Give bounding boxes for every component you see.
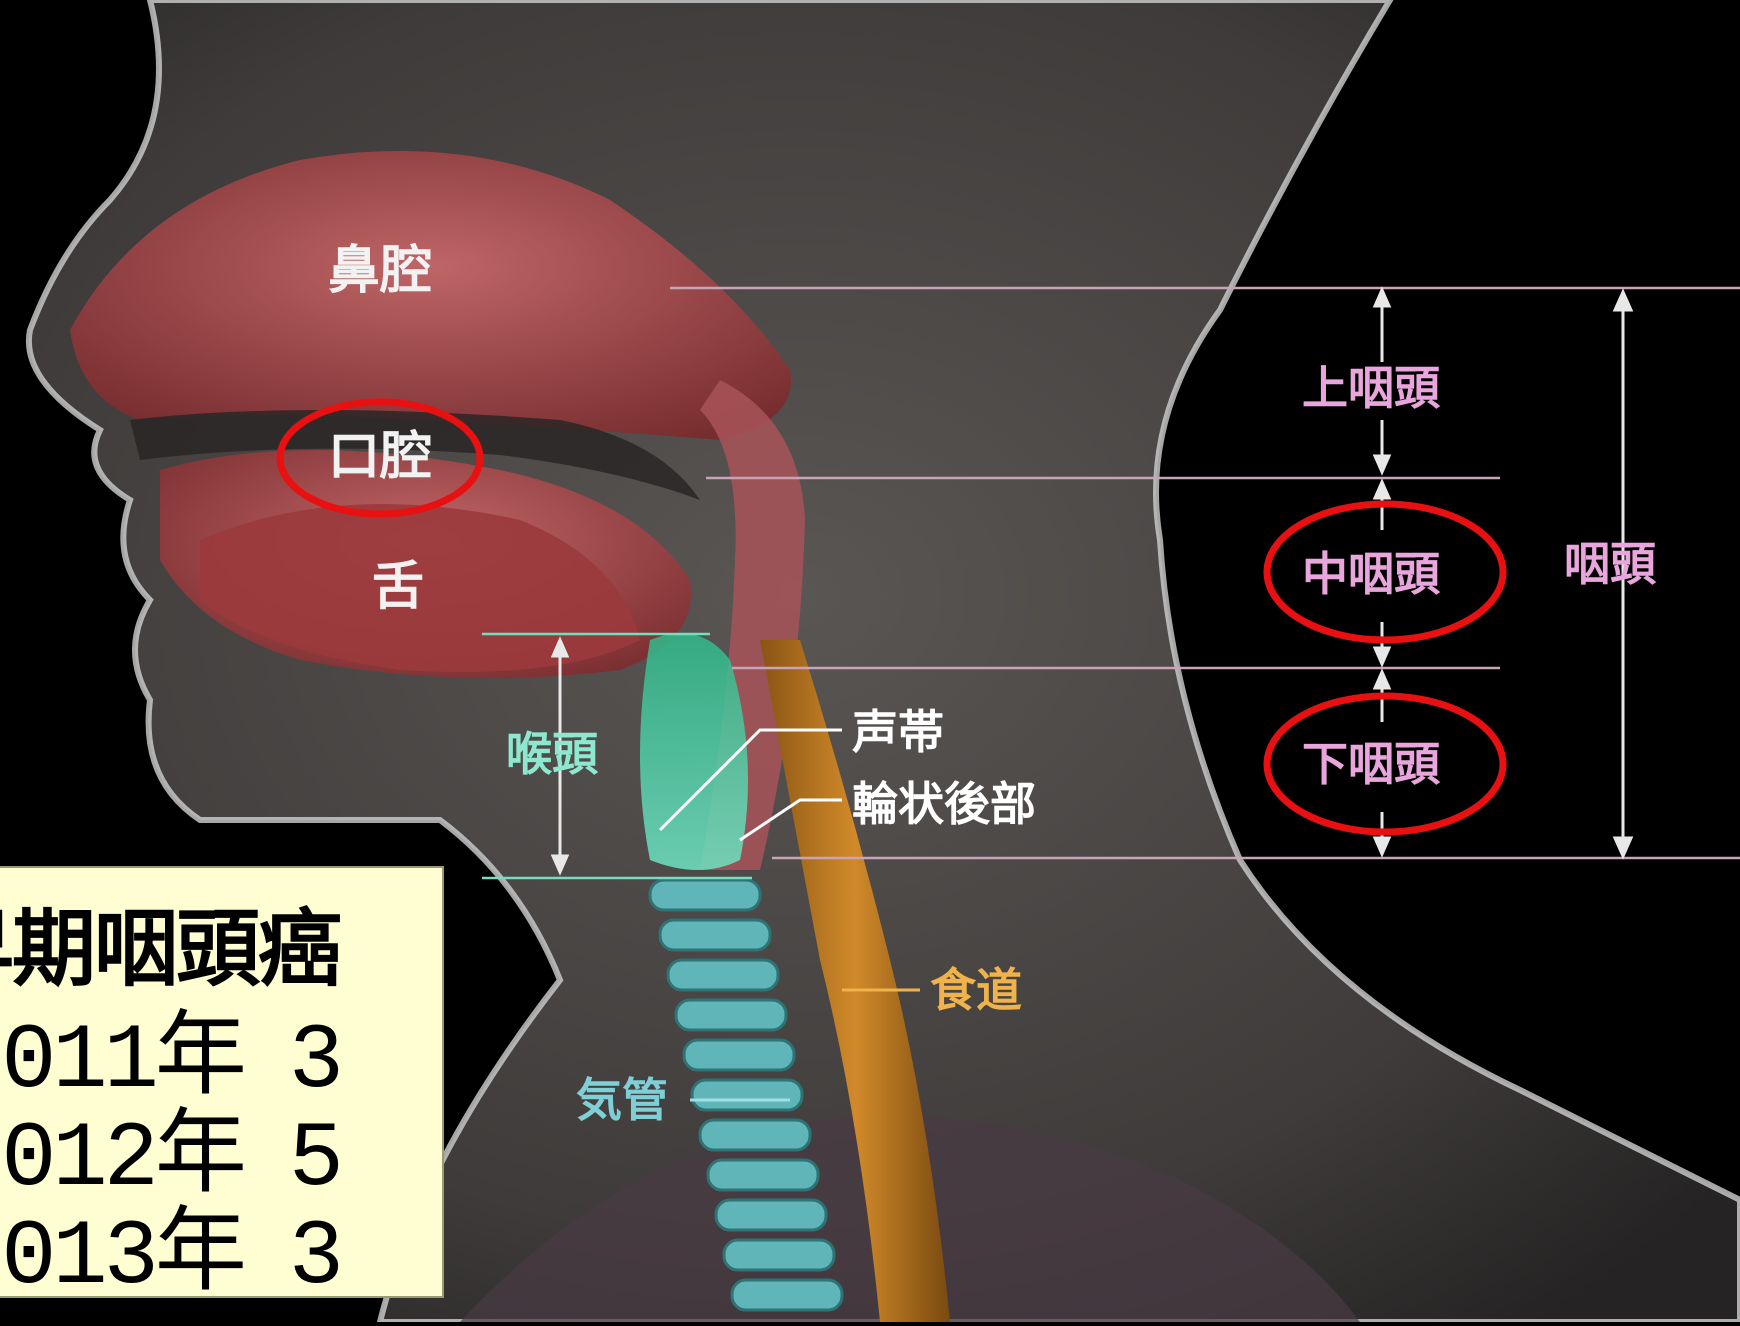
label-larynx: 喉頭	[506, 727, 599, 781]
info-row-count: 3	[240, 1205, 340, 1298]
label-postcricoid: 輪状後部	[852, 777, 1036, 831]
larynx-shape	[640, 633, 748, 870]
label-tongue: 舌	[372, 557, 424, 617]
label-hypopharynx: 下咽頭	[1302, 737, 1441, 791]
label-trachea: 気管	[576, 1073, 668, 1127]
label-epipharynx: 上咽頭	[1302, 361, 1441, 415]
label-oral-cavity: 口腔	[328, 427, 432, 487]
info-row: 2013年3	[0, 1176, 340, 1298]
label-vocal-cord: 声帯	[852, 705, 944, 759]
label-esophagus: 食道	[930, 963, 1022, 1017]
label-pharynx: 咽頭	[1564, 537, 1657, 591]
early-pharyngeal-cancer-box: 早期咽頭癌 2011年3 2012年5 2013年3	[0, 866, 444, 1298]
label-mesopharynx: 中咽頭	[1302, 547, 1441, 601]
label-nasal-cavity: 鼻腔	[328, 241, 432, 301]
info-row-year: 2013年	[0, 1176, 240, 1298]
